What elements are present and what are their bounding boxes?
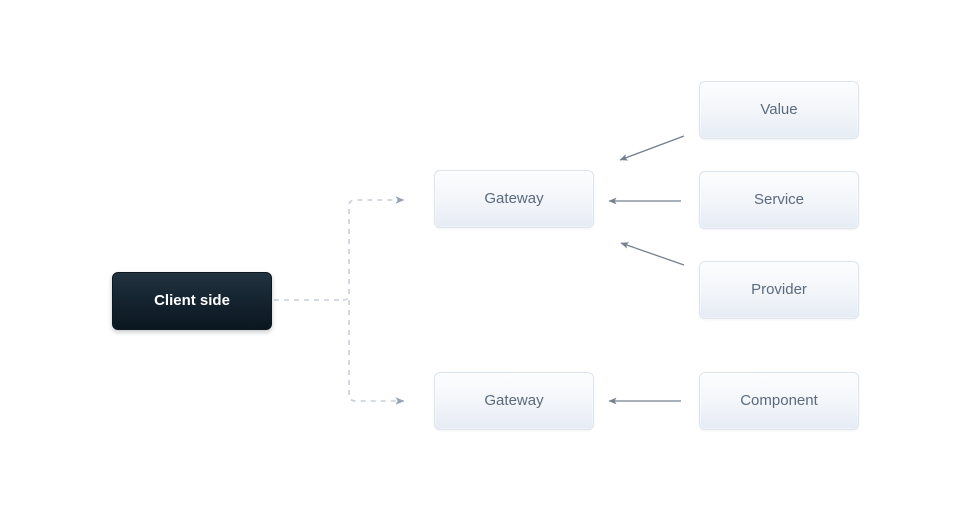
node-gateway-top[interactable]: Gateway <box>434 170 594 228</box>
node-client-side[interactable]: Client side <box>112 272 272 330</box>
node-gateway-bottom[interactable]: Gateway <box>434 372 594 430</box>
node-value[interactable]: Value <box>699 81 859 139</box>
node-gateway-top-label: Gateway <box>484 190 544 207</box>
node-component-label: Component <box>740 392 818 409</box>
edge-client-to-gateway-bottom <box>348 300 405 405</box>
edge-value-to-gateway-top <box>619 135 685 161</box>
node-component[interactable]: Component <box>699 372 859 430</box>
node-gateway-bottom-label: Gateway <box>484 392 544 409</box>
node-client-side-label: Client side <box>154 292 230 309</box>
node-service[interactable]: Service <box>699 171 859 229</box>
edge-client-to-gateway-top <box>274 200 404 301</box>
edge-provider-to-gateway-top <box>620 242 685 266</box>
node-value-label: Value <box>760 101 798 118</box>
node-service-label: Service <box>753 191 805 208</box>
node-provider-label: Provider <box>751 281 807 298</box>
node-provider[interactable]: Provider <box>699 261 859 319</box>
